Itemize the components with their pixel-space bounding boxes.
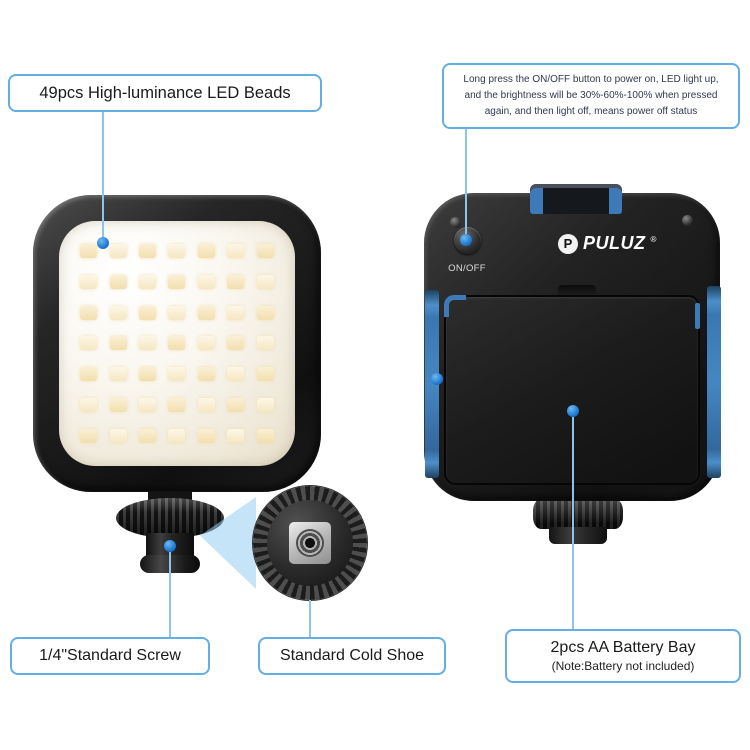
callout-cold-shoe-label: Standard Cold Shoe [279, 647, 425, 664]
led-bead [103, 267, 132, 298]
led-bead [162, 328, 191, 359]
bay-corner-accent [444, 295, 466, 317]
led-bead [221, 328, 250, 359]
led-bead [251, 297, 280, 328]
power-note-line: again, and then light off, means power o… [484, 106, 698, 117]
led-bead [162, 359, 191, 390]
bay-side-accent [695, 303, 700, 329]
led-bead [192, 297, 221, 328]
marker-dot-side-clip [431, 373, 443, 385]
brand-logo-icon: P [558, 233, 578, 254]
led-bead [133, 390, 162, 421]
cold-shoe-detail-view [253, 486, 367, 600]
led-bead [192, 236, 221, 267]
led-bead [192, 420, 221, 451]
led-bead [162, 390, 191, 421]
leader-line-cold-shoe [309, 600, 311, 637]
led-bead [103, 390, 132, 421]
quarter-inch-screw-hole [296, 529, 324, 557]
led-bead [251, 267, 280, 298]
callout-led-beads-label: 49pcs High-luminance LED Beads [39, 83, 291, 102]
led-bead [103, 420, 132, 451]
power-button-label: ON/OFF [448, 263, 486, 274]
led-bead [162, 420, 191, 451]
top-cold-shoe-slot [530, 184, 622, 214]
led-bead [103, 328, 132, 359]
side-mount-clip-left [425, 290, 439, 478]
led-bead [251, 420, 280, 451]
led-bead [192, 267, 221, 298]
led-bead [162, 267, 191, 298]
callout-standard-screw: 1/4"Standard Screw [10, 637, 210, 675]
led-bead [221, 390, 250, 421]
led-panel [59, 221, 295, 466]
led-bead [251, 328, 280, 359]
led-bead [221, 359, 250, 390]
brand-name: PULUZ [583, 233, 646, 253]
led-bead [251, 390, 280, 421]
back-mount-shaft [549, 527, 607, 544]
leader-line-standard-screw [169, 552, 171, 637]
marker-dot-battery-bay [567, 405, 579, 417]
led-bead [221, 297, 250, 328]
led-bead [192, 359, 221, 390]
led-bead [74, 328, 103, 359]
led-bead [251, 236, 280, 267]
screw-icon [682, 215, 693, 226]
led-bead [192, 390, 221, 421]
led-bead [133, 267, 162, 298]
led-bead [221, 267, 250, 298]
led-bead [103, 297, 132, 328]
leader-line-power-button [465, 129, 467, 235]
led-light-front-view [33, 195, 321, 492]
marker-dot-led-beads [97, 237, 109, 249]
led-bead [74, 390, 103, 421]
callout-battery-bay-note: (Note:Battery not included) [551, 659, 695, 673]
callout-power-instructions: Long press the ON/OFF button to power on… [442, 63, 740, 129]
mount-knurled-wheel [116, 498, 224, 538]
leader-line-battery-bay [572, 417, 574, 629]
led-bead [103, 359, 132, 390]
power-note-line: Long press the ON/OFF button to power on… [463, 74, 719, 85]
back-mount-knurled-wheel [533, 499, 623, 529]
marker-dot-screw-mount [164, 540, 176, 552]
led-bead [251, 359, 280, 390]
led-bead [74, 297, 103, 328]
led-bead [133, 359, 162, 390]
callout-battery-bay: 2pcs AA Battery Bay (Note:Battery not in… [505, 629, 741, 683]
led-bead [103, 236, 132, 267]
led-bead [74, 236, 103, 267]
side-mount-clip-right [707, 286, 721, 478]
brand-logo: P PULUZ ® [558, 233, 656, 254]
led-bead [74, 359, 103, 390]
led-bead [162, 297, 191, 328]
callout-battery-bay-label: 2pcs AA Battery Bay [550, 639, 696, 656]
power-note-line: and the brightness will be 30%-60%-100% … [464, 90, 718, 101]
led-bead [133, 297, 162, 328]
led-bead [133, 236, 162, 267]
marker-dot-power-button [460, 234, 472, 246]
leader-line-led-beads [102, 112, 104, 240]
led-bead [133, 328, 162, 359]
screw-icon [450, 217, 461, 228]
led-bead [192, 328, 221, 359]
led-bead [74, 267, 103, 298]
callout-led-beads: 49pcs High-luminance LED Beads [8, 74, 322, 112]
led-bead [221, 420, 250, 451]
callout-standard-screw-label: 1/4"Standard Screw [39, 647, 181, 664]
led-bead [133, 420, 162, 451]
registered-mark-icon: ® [650, 235, 657, 244]
led-bead [74, 420, 103, 451]
led-bead [162, 236, 191, 267]
led-bead [221, 236, 250, 267]
callout-cold-shoe: Standard Cold Shoe [258, 637, 446, 675]
